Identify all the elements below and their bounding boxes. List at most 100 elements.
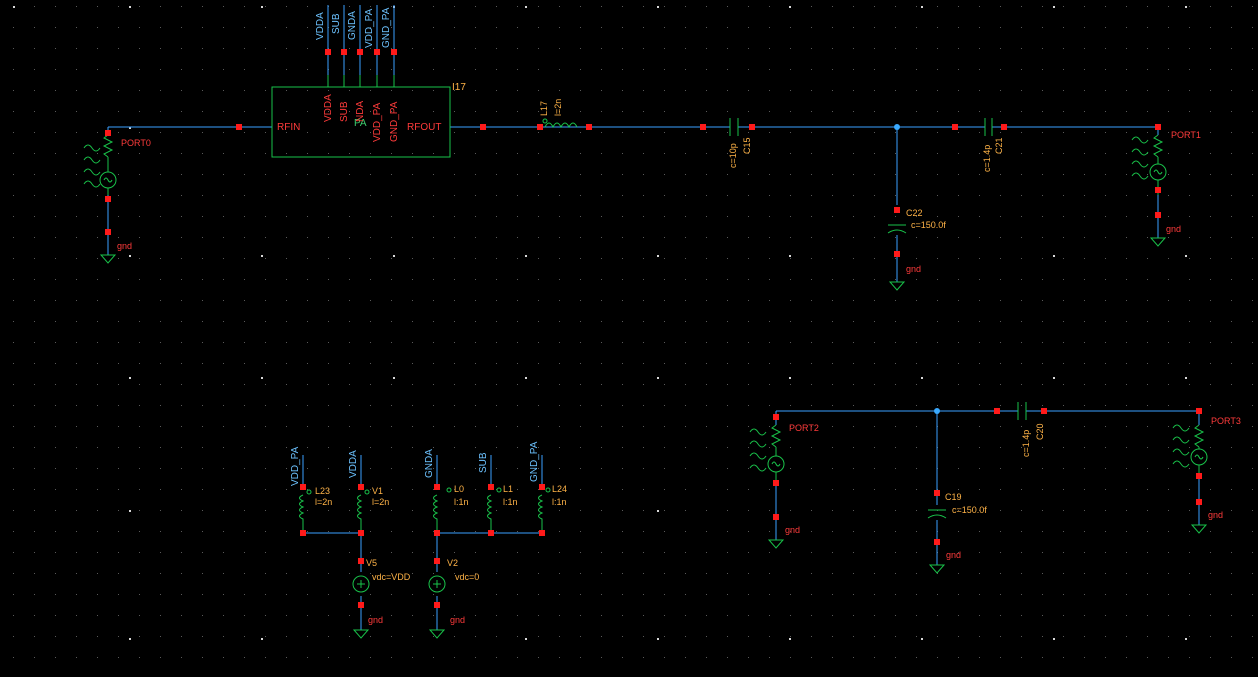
pin-marker[interactable] xyxy=(358,484,364,490)
pin-marker[interactable] xyxy=(934,490,940,496)
c20-capacitor[interactable]: c=1.4p C20 xyxy=(1017,402,1045,457)
port3-symbol[interactable]: PORT3 xyxy=(1172,416,1241,478)
grid-dot xyxy=(349,321,350,322)
grid-dot xyxy=(454,237,455,238)
pin-marker[interactable] xyxy=(1196,408,1202,414)
pin-marker[interactable] xyxy=(586,124,592,130)
pin-marker[interactable] xyxy=(488,530,494,536)
grid-dot xyxy=(118,300,119,301)
grid-dot xyxy=(895,6,896,7)
pin-marker[interactable] xyxy=(700,124,706,130)
l0-inductor[interactable]: L0 l:1n xyxy=(433,484,469,533)
grid-dot xyxy=(664,48,665,49)
pin-marker[interactable] xyxy=(434,484,440,490)
pin-marker[interactable] xyxy=(358,602,364,608)
grid-dot xyxy=(55,384,56,385)
grid-dot xyxy=(1084,426,1085,427)
l23-inductor[interactable]: L23 l=2n xyxy=(299,486,333,533)
port2-symbol[interactable]: PORT2 xyxy=(749,423,819,480)
grid-dot xyxy=(937,195,938,196)
c19-capacitor[interactable]: C19 c=150.0f xyxy=(927,492,987,519)
grid-dot xyxy=(307,27,308,28)
pin-marker[interactable] xyxy=(1001,124,1007,130)
pin-marker[interactable] xyxy=(105,196,111,202)
grid-dot xyxy=(454,342,455,343)
grid-dot xyxy=(643,489,644,490)
v5-source[interactable]: V5 vdc=VDD xyxy=(352,558,411,593)
pin-marker[interactable] xyxy=(1155,124,1161,130)
grid-dot xyxy=(559,132,560,133)
pin-marker[interactable] xyxy=(300,530,306,536)
grid-dot xyxy=(685,363,686,364)
pin-marker[interactable] xyxy=(374,49,380,55)
pin-marker[interactable] xyxy=(391,49,397,55)
pin-marker[interactable] xyxy=(236,124,242,130)
c21-capacitor[interactable]: c=1.4p C21 xyxy=(982,118,1004,172)
pin-marker[interactable] xyxy=(1196,499,1202,505)
pin-marker[interactable] xyxy=(773,480,779,486)
pin-marker[interactable] xyxy=(894,251,900,257)
pin-marker[interactable] xyxy=(300,484,306,490)
pin-marker[interactable] xyxy=(434,530,440,536)
grid-dot xyxy=(958,174,959,175)
grid-dot xyxy=(118,321,119,322)
grid-dot xyxy=(580,321,581,322)
grid-dot xyxy=(727,300,728,301)
pa-block[interactable]: I17 PA RFIN RFOUT VDDA SUB NDA VDD_PA GN… xyxy=(271,7,466,158)
pin-marker[interactable] xyxy=(105,229,111,235)
pin-marker[interactable] xyxy=(773,414,779,420)
grid-dot xyxy=(601,468,602,469)
grid-dot xyxy=(664,594,665,595)
svg-text:gnd: gnd xyxy=(368,615,383,625)
pin-marker[interactable] xyxy=(934,539,940,545)
v2-source[interactable]: V2 vdc=0 xyxy=(428,558,479,593)
grid-dot xyxy=(1210,405,1211,406)
grid-dot xyxy=(685,48,686,49)
pin-marker[interactable] xyxy=(539,484,545,490)
pin-marker[interactable] xyxy=(894,207,900,213)
pin-marker[interactable] xyxy=(341,49,347,55)
port0-symbol[interactable]: PORT0 xyxy=(83,134,151,195)
c22-capacitor[interactable]: C22 c=150.0f xyxy=(887,208,946,234)
pin-marker[interactable] xyxy=(1155,187,1161,193)
grid-dot xyxy=(265,342,266,343)
pin-marker[interactable] xyxy=(434,602,440,608)
pin-marker[interactable] xyxy=(773,514,779,520)
pin-marker[interactable] xyxy=(539,530,545,536)
grid-dot xyxy=(727,153,728,154)
grid-dot xyxy=(328,111,329,112)
pin-marker[interactable] xyxy=(325,49,331,55)
grid-dot xyxy=(13,300,14,301)
l24-inductor[interactable]: L24 l:1n xyxy=(538,484,568,533)
pin-marker[interactable] xyxy=(358,558,364,564)
pin-marker[interactable] xyxy=(480,124,486,130)
grid-dot xyxy=(76,342,77,343)
grid-dot xyxy=(1063,447,1064,448)
port1-symbol[interactable]: PORT1 xyxy=(1131,130,1201,195)
grid-dot xyxy=(139,48,140,49)
pin-marker[interactable] xyxy=(1196,473,1202,479)
grid-dot xyxy=(853,237,854,238)
v1-inductor[interactable]: V1 l=2n xyxy=(357,486,390,533)
grid-dot xyxy=(1252,468,1253,469)
grid-dot xyxy=(202,90,203,91)
pin-marker[interactable] xyxy=(537,124,543,130)
pin-marker[interactable] xyxy=(952,124,958,130)
pin-marker[interactable] xyxy=(1155,212,1161,218)
grid-dot xyxy=(916,468,917,469)
pin-marker[interactable] xyxy=(1041,408,1047,414)
pin-marker[interactable] xyxy=(749,124,755,130)
pin-marker[interactable] xyxy=(358,530,364,536)
pin-marker[interactable] xyxy=(434,558,440,564)
pin-marker[interactable] xyxy=(357,49,363,55)
pin-marker[interactable] xyxy=(994,408,1000,414)
pa-pin-sub: SUB xyxy=(339,101,350,122)
l1-inductor[interactable]: L1 l:1n xyxy=(487,484,518,533)
c15-capacitor[interactable]: c=10p C15 xyxy=(728,118,752,168)
pin-marker[interactable] xyxy=(105,130,111,136)
grid-dot xyxy=(538,111,539,112)
grid-dot xyxy=(769,405,770,406)
pin-marker[interactable] xyxy=(488,484,494,490)
l17-inductor[interactable]: L17 l=2n xyxy=(539,99,578,129)
